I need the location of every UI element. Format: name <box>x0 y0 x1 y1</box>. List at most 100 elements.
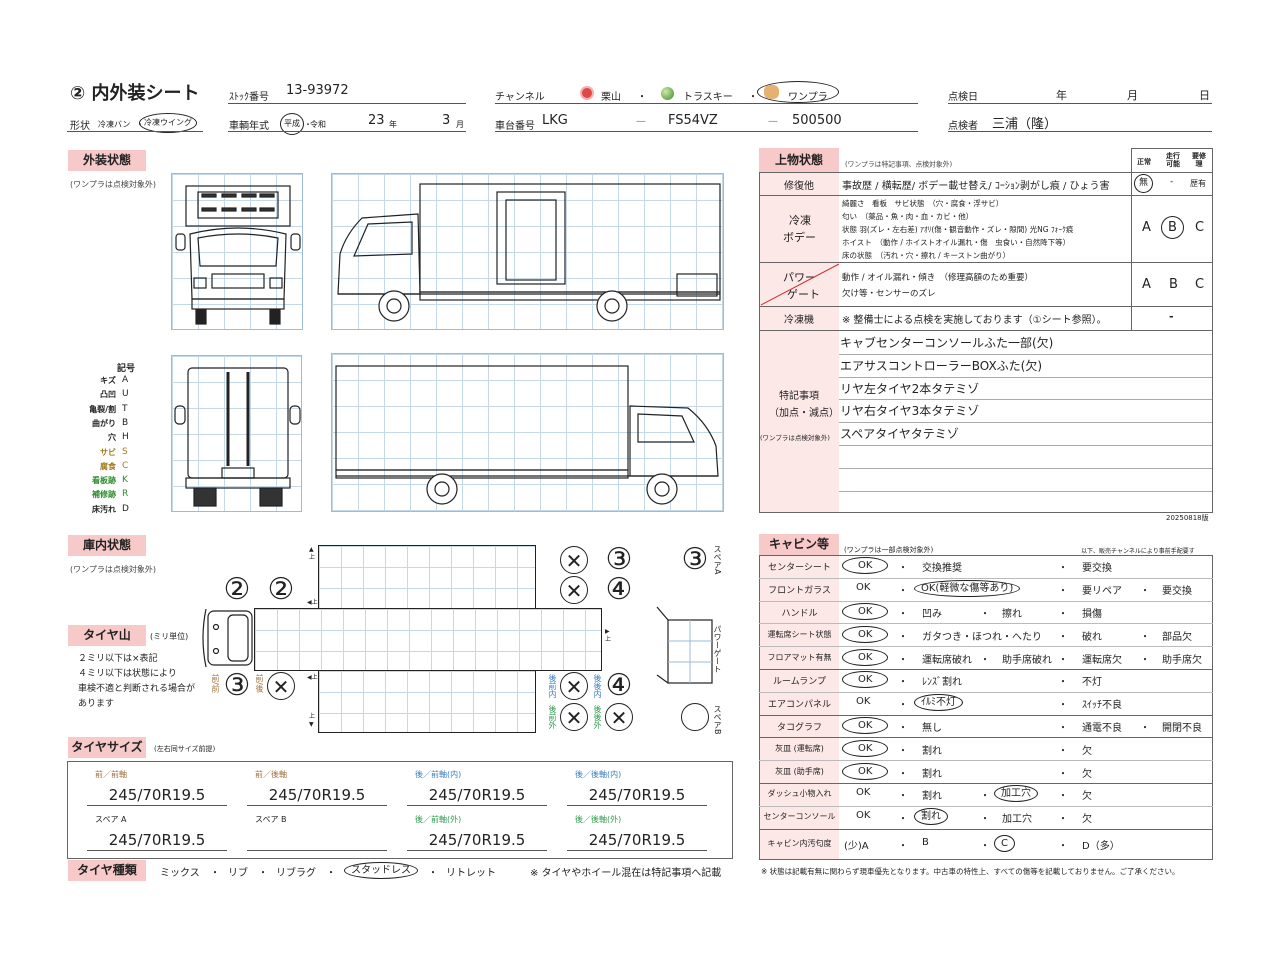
cabin-option[interactable]: 欠 <box>1082 814 1092 826</box>
tire-mark-spare-a[interactable]: ③ <box>681 542 709 577</box>
cabin-option[interactable]: 欠 <box>1082 791 1092 803</box>
cabin-option[interactable]: 助手席欠 <box>1162 654 1202 666</box>
cabin-option[interactable]: B <box>922 836 929 848</box>
tire-type-option[interactable]: ミックス <box>160 868 200 879</box>
cabin-option[interactable]: 割れ <box>922 791 942 803</box>
tire-mark-rear-rear-in-left[interactable]: ③ <box>605 542 633 577</box>
cabin-option-selected[interactable]: OK(軽微な傷等あり) <box>914 580 1021 598</box>
cabin-option[interactable]: OK <box>856 787 871 799</box>
cabin-option[interactable]: 交換推奨 <box>922 563 962 575</box>
tire-mark-rear-front-out-right[interactable]: ✕ <box>560 703 588 731</box>
cabin-option[interactable]: 要リペア <box>1082 586 1122 598</box>
tire-type-option[interactable]: リブ <box>228 868 248 879</box>
tire-size-value[interactable]: 245/70R19.5 <box>428 786 526 804</box>
cabin-option[interactable]: 不灯 <box>1082 677 1102 689</box>
shape-reefer-van[interactable]: 冷凍バン <box>98 120 131 129</box>
tire-size-value[interactable]: 245/70R19.5 <box>268 786 366 804</box>
tire-type-option[interactable]: リブラグ <box>276 868 316 879</box>
grade-a[interactable]: A <box>1142 220 1151 235</box>
tire-type-option[interactable]: リトレット <box>446 868 496 879</box>
cabin-option-selected[interactable]: OK <box>842 625 889 643</box>
cabin-option[interactable]: 開閉不良 <box>1162 723 1202 734</box>
cargo-left-wall-grid[interactable] <box>318 545 536 609</box>
cargo-right-wall-grid[interactable] <box>318 670 536 733</box>
tire-size-value[interactable]: 245/70R19.5 <box>108 786 206 804</box>
cabin-option[interactable]: 助手席破れ <box>1002 654 1052 666</box>
cabin-option[interactable]: ｽｲｯﾁ不良 <box>1082 700 1122 712</box>
cabin-option[interactable]: 欠 <box>1082 768 1092 780</box>
cabin-option[interactable]: 擦れ <box>1002 609 1022 620</box>
cabin-option[interactable]: OK <box>856 582 871 594</box>
cabin-option[interactable]: 割れ <box>922 768 942 780</box>
cargo-floor-grid[interactable] <box>254 608 602 671</box>
right-side-view-diagram[interactable] <box>331 353 724 512</box>
cabin-option[interactable]: 割れ <box>922 745 942 757</box>
grade-c[interactable]: C <box>1195 220 1205 235</box>
cabin-option[interactable]: 凹み <box>922 609 942 620</box>
era-heisei[interactable]: 平成 <box>280 113 304 135</box>
repair-history[interactable]: 歴有 <box>1190 179 1206 188</box>
tire-mark-front-rear-right[interactable]: ✕ <box>267 672 295 700</box>
cabin-option[interactable]: OK <box>856 810 871 822</box>
separator-dot: ・ <box>1058 840 1068 852</box>
cabin-option-selected[interactable]: OK <box>842 671 889 689</box>
channel-kuriyama[interactable]: 栗山 <box>601 92 621 103</box>
cabin-option[interactable]: 欠 <box>1082 745 1092 757</box>
tire-size-value[interactable]: 245/70R19.5 <box>108 831 206 849</box>
power-gate-diagram-icon[interactable] <box>655 605 717 685</box>
era-reiwa[interactable]: 令和 <box>310 120 326 129</box>
cabin-option-selected[interactable]: 割れ <box>914 808 948 826</box>
grade-b-selected[interactable]: B <box>1161 216 1184 239</box>
shape-reefer-wing[interactable]: 冷凍ウイング <box>139 113 197 133</box>
cabin-option[interactable]: 無し <box>922 723 942 734</box>
tire-mark-rear-front-in-left[interactable]: ✕ <box>560 576 588 604</box>
channel-trusky[interactable]: トラスキー <box>683 92 733 103</box>
rear-view-diagram[interactable] <box>171 355 302 512</box>
cabin-option-selected[interactable]: OK <box>842 648 889 666</box>
tire-mark-front-front-left[interactable]: ② <box>223 572 251 607</box>
grade-b[interactable]: B <box>1169 277 1178 292</box>
tire-size-value[interactable]: 245/70R19.5 <box>588 831 686 849</box>
tire-size-value[interactable]: 245/70R19.5 <box>588 786 686 804</box>
left-side-view-diagram[interactable] <box>331 173 724 330</box>
front-view-diagram[interactable] <box>171 173 303 330</box>
tire-mark-rear-front-in-right[interactable]: ✕ <box>560 672 588 700</box>
remarks-sublabel: （加点・減点） <box>769 408 839 419</box>
tire-mark-front-front-right[interactable]: ③ <box>223 668 251 703</box>
cabin-option[interactable]: OK <box>856 696 871 708</box>
cabin-option-selected[interactable]: OK <box>842 717 889 734</box>
cabin-option[interactable]: 要交換 <box>1162 586 1192 598</box>
repair-none-selected[interactable]: 無 <box>1134 174 1154 193</box>
cabin-option[interactable]: 要交換 <box>1082 563 1112 575</box>
tire-mark-front-rear-left[interactable]: ② <box>267 572 295 607</box>
cabin-option-selected[interactable]: C <box>994 834 1015 852</box>
channel-wanpura[interactable]: ワンプラ <box>788 92 828 103</box>
grade-a[interactable]: A <box>1142 277 1151 292</box>
cabin-option[interactable]: ガタつき・ほつれ・へたり <box>922 631 1042 643</box>
cabin-option[interactable]: (少)A <box>844 840 869 852</box>
repair-dash[interactable]: - <box>1170 177 1174 187</box>
cabin-option[interactable]: D（多） <box>1082 840 1120 852</box>
cabin-option[interactable]: 運転席欠 <box>1082 654 1122 666</box>
grade-c[interactable]: C <box>1195 277 1205 292</box>
cabin-option-selected[interactable]: OK <box>842 739 889 757</box>
cabin-option-selected[interactable]: OK <box>842 603 889 620</box>
cabin-option[interactable]: 運転席破れ <box>922 654 972 666</box>
cabin-option-selected[interactable]: ｲﾙﾐ不灯 <box>914 694 963 712</box>
cabin-option[interactable]: 加工穴 <box>1002 814 1032 826</box>
tire-mark-rear-front-out-left[interactable]: ✕ <box>560 546 588 574</box>
tire-mark-spare-b[interactable] <box>681 703 709 731</box>
cabin-option[interactable]: 損傷 <box>1082 609 1102 620</box>
tire-size-value[interactable]: 245/70R19.5 <box>428 831 526 849</box>
tire-mark-rear-rear-out-left[interactable]: ④ <box>605 572 633 607</box>
tire-mark-rear-rear-out-right[interactable]: ✕ <box>605 703 633 731</box>
tire-type-option-selected[interactable]: スタッドレス <box>344 862 418 879</box>
cabin-option-selected[interactable]: 加工穴 <box>994 785 1038 803</box>
tire-mark-rear-rear-in-right[interactable]: ④ <box>605 668 633 703</box>
cabin-option[interactable]: 破れ <box>1082 631 1102 643</box>
cabin-option[interactable]: 通電不良 <box>1082 723 1122 734</box>
cabin-option[interactable]: 部品欠 <box>1162 631 1192 643</box>
cabin-option-selected[interactable]: OK <box>842 557 889 575</box>
cabin-option[interactable]: ﾚﾝｽﾞ割れ <box>922 677 962 689</box>
cabin-option-selected[interactable]: OK <box>842 762 889 780</box>
